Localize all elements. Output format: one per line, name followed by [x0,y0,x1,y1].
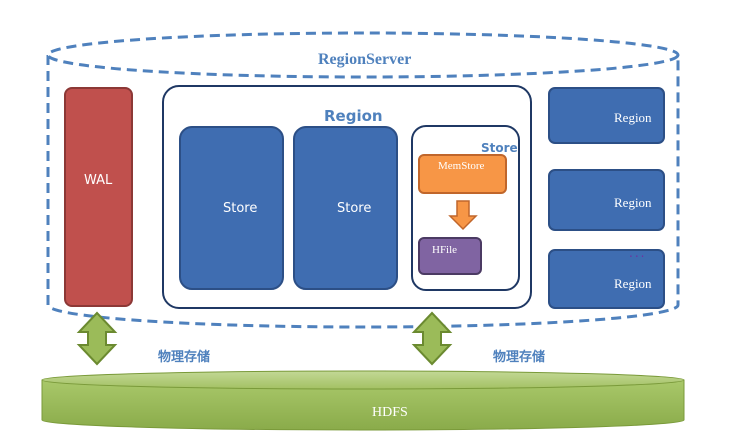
ellipsis-dots: ... [629,246,647,260]
hfile-box [418,237,482,275]
link-label-left: 物理存储 [158,350,211,365]
side-region-label-2: Region [614,195,652,210]
hdfs-cylinder [41,370,685,431]
region-title: Region [324,107,383,125]
flush-arrow [448,200,478,231]
link-label-right: 物理存储 [493,350,546,365]
side-region-label-3: Region [614,276,652,291]
store-detail-title: Store [481,141,518,155]
hfile-label: HFile [432,244,458,256]
side-region-box-1 [548,87,665,144]
storage-arrow-right [411,311,453,366]
memstore-label: MemStore [438,160,485,172]
side-region-label-1: Region [614,110,652,125]
memstore-box [418,154,507,194]
hdfs-label: HDFS [372,405,408,420]
store-label-2: Store [337,201,372,216]
store-box-2 [293,126,398,290]
wal-label: WAL [84,173,113,188]
store-label-1: Store [223,201,258,216]
side-region-box-3 [548,249,665,309]
store-box-1 [179,126,284,290]
side-region-box-2 [548,169,665,231]
wal-box [64,87,133,307]
storage-arrow-left [76,311,118,366]
regionserver-title: RegionServer [318,51,412,68]
